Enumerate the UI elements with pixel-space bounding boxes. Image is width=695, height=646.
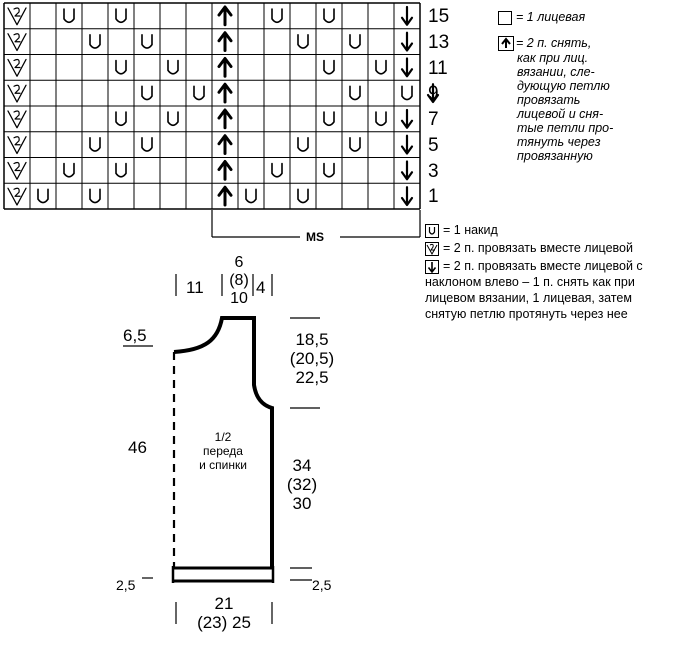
yarn-over-symbol xyxy=(245,188,257,204)
legend-ssk: = 2 п. провязать вместе лицевой с наклон… xyxy=(425,259,643,321)
k2tog-symbol xyxy=(7,7,27,26)
total-length-label: 46 xyxy=(128,438,147,457)
slip-arrow-up-symbol xyxy=(217,31,233,52)
yarn-over-symbol xyxy=(323,162,335,178)
yarn-over-symbol xyxy=(37,188,49,204)
yarn-over-symbol xyxy=(375,111,387,127)
piece-label: 1/2 переда и спинки xyxy=(199,430,247,472)
arrow-up-symbol-icon xyxy=(498,36,514,52)
yarn-over-symbol xyxy=(89,188,101,204)
ssk-arrow-down-symbol xyxy=(400,186,414,207)
yarn-over-symbol xyxy=(271,8,283,24)
yarn-over-symbol xyxy=(349,33,361,49)
slip-arrow-up-symbol xyxy=(217,108,233,130)
yarn-over-symbol xyxy=(63,162,75,178)
row-number: 3 xyxy=(428,160,439,182)
ssk-symbol-icon xyxy=(425,259,439,274)
yarn-over-symbol xyxy=(89,33,101,49)
yarn-over-symbol xyxy=(297,188,309,204)
yarn-over-symbol xyxy=(375,59,387,75)
slip-arrow-up-symbol xyxy=(217,160,233,181)
row-number: 1 xyxy=(428,186,439,208)
yarn-over-symbol xyxy=(167,111,179,127)
legend-yo: = 1 накид xyxy=(425,222,498,238)
legend-knit-text: = 1 лицевая xyxy=(516,10,586,24)
k2tog-symbol xyxy=(7,187,27,206)
yarn-over-symbol xyxy=(349,85,361,101)
slip-arrow-up-symbol xyxy=(217,57,233,78)
ssk-arrow-down-symbol xyxy=(400,108,414,129)
yarn-over-symbol xyxy=(115,59,127,75)
yarn-over-symbol xyxy=(401,85,413,101)
knit-symbol-icon xyxy=(498,10,512,25)
garment-outline xyxy=(173,316,274,568)
garment-schematic xyxy=(123,274,320,624)
ssk-arrow-down-symbol xyxy=(400,5,414,26)
hem-right-label: 2,5 xyxy=(312,577,332,593)
ssk-arrow-down-symbol xyxy=(426,83,440,104)
yarn-over-symbol xyxy=(115,162,127,178)
top-right-width-label: 4 xyxy=(256,278,266,297)
yarn-over-symbol xyxy=(297,136,309,152)
legend-slip: = 2 п. снять, как при лиц. вязании, сле-… xyxy=(498,36,613,163)
k2tog-symbol-icon xyxy=(425,241,439,256)
legend-k2tog: = 2 п. провязать вместе лицевой xyxy=(425,240,633,256)
armhole-height-label: 18,5 (20,5) 22,5 xyxy=(289,330,335,387)
row-number: 15 xyxy=(428,6,450,27)
yarn-over-symbol xyxy=(323,111,335,127)
yarn-over-symbol xyxy=(323,8,335,24)
yarn-over-symbol xyxy=(271,162,283,178)
row-number: 13 xyxy=(428,31,450,53)
ssk-arrow-down-symbol xyxy=(400,160,414,181)
yarn-over-symbol xyxy=(297,33,309,49)
row-number: 7 xyxy=(428,109,439,130)
bottom-width-label: 21 (23) 25 xyxy=(197,594,251,632)
ssk-arrow-down-symbol xyxy=(400,31,414,52)
yarn-over-symbol xyxy=(349,136,361,152)
neck-width-label: 6 (8) 10 xyxy=(229,254,249,307)
k2tog-symbol xyxy=(7,33,27,52)
k2tog-symbol xyxy=(7,136,27,155)
slip-arrow-up-symbol xyxy=(217,82,233,104)
legend-knit: = 1 лицевая xyxy=(498,10,585,25)
repeat-label: MS xyxy=(306,230,324,244)
yarn-over-symbol xyxy=(63,8,75,24)
yarn-over-symbol xyxy=(193,85,205,101)
yarn-over-symbol xyxy=(89,136,101,152)
top-left-width-label: 11 xyxy=(186,278,204,297)
yarn-over-symbol xyxy=(141,85,153,101)
hem-left-label: 2,5 xyxy=(116,577,136,593)
k2tog-symbol xyxy=(7,110,27,129)
yarn-over-symbol xyxy=(115,111,127,127)
k2tog-symbol xyxy=(7,84,27,103)
chart-symbols xyxy=(7,5,440,207)
shoulder-drop-label: 6,5 xyxy=(123,326,147,345)
repeat-bracket xyxy=(211,210,421,238)
row-number: 9 xyxy=(428,83,439,105)
slip-arrow-up-symbol xyxy=(217,134,233,155)
k2tog-symbol xyxy=(7,161,27,180)
slip-arrow-up-symbol xyxy=(217,185,233,207)
k2tog-symbol xyxy=(7,58,27,77)
yarn-over-symbol xyxy=(323,59,335,75)
yarn-over-symbol xyxy=(167,59,179,75)
yarn-over-symbol xyxy=(141,33,153,49)
yarn-over-symbol xyxy=(115,8,127,24)
ssk-arrow-down-symbol xyxy=(400,57,414,78)
yarn-over-symbol-icon xyxy=(425,223,439,238)
row-number: 5 xyxy=(428,134,439,156)
yarn-over-symbol xyxy=(141,136,153,152)
slip-arrow-up-symbol xyxy=(217,5,233,27)
side-length-label: 34 (32) 30 xyxy=(286,456,318,513)
ssk-arrow-down-symbol xyxy=(400,134,414,155)
row-number: 11 xyxy=(428,57,448,79)
chart-grid xyxy=(3,2,421,210)
